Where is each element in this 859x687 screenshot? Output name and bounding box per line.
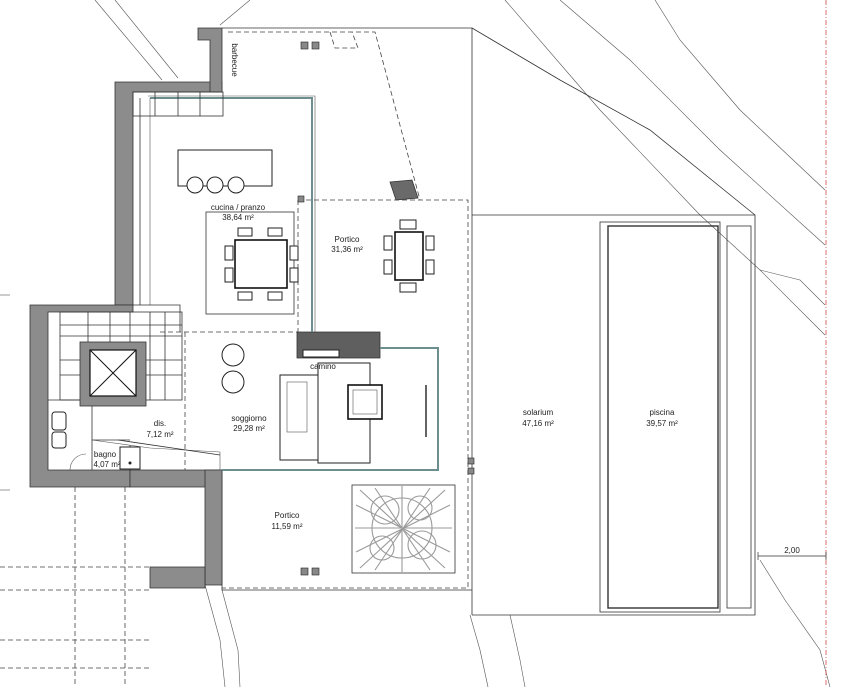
dashed-lines [0,31,469,687]
dining-table-cucina [205,211,299,315]
interior-partitions [48,98,181,470]
room-name: solarium [523,408,554,417]
room-area: 11,59 m² [272,522,303,531]
dimension-label: 2,00 [784,546,800,555]
room-label-solarium: solarium 47,16 m² [522,408,554,428]
room-area: 29,28 m² [233,424,265,433]
elevator-shaft [79,341,147,407]
room-name: piscina [650,408,675,417]
room-label-dis: dis. 7,12 m² [146,419,173,439]
dining-table-portico [383,219,435,293]
room-name: soggiorno [231,414,267,423]
room-area: 4,07 m² [93,460,120,469]
pool [599,221,752,613]
room-name: cucina / pranzo [211,203,266,212]
room-label-portico-bottom: Portico 11,59 m² [272,511,303,531]
terrain-lines [0,0,831,687]
kitchen-island [177,149,273,194]
entrance-steps [132,91,224,117]
bollard-lights [297,41,475,576]
room-label-cucina: cucina / pranzo 38,64 m² [211,203,266,222]
camino-label: camino [310,362,336,371]
room-label-bagno: bagno 4,07 m² [93,450,120,469]
room-area: 7,12 m² [146,430,173,439]
room-area: 47,16 m² [522,419,554,428]
barbecue-label: barbecue [230,43,239,77]
room-area: 39,57 m² [646,419,678,428]
building-walls [29,27,419,589]
room-name: Portico [335,235,360,244]
room-label-portico-top: Portico 31,36 m² [331,235,363,254]
room-name: bagno [94,450,117,459]
room-name: Portico [275,511,300,520]
planter [351,484,456,574]
room-label-soggiorno: soggiorno 29,28 m² [231,414,267,433]
room-area: 31,36 m² [331,245,363,254]
terrace-outlines [221,27,756,616]
room-label-piscina: piscina 39,57 m² [646,408,678,428]
glazing [148,95,439,471]
bathroom-fixtures [51,411,221,471]
room-area: 38,64 m² [222,213,254,222]
living-furniture [221,343,427,464]
room-name: dis. [154,419,166,428]
dimension-line: 2,00 [757,546,827,560]
